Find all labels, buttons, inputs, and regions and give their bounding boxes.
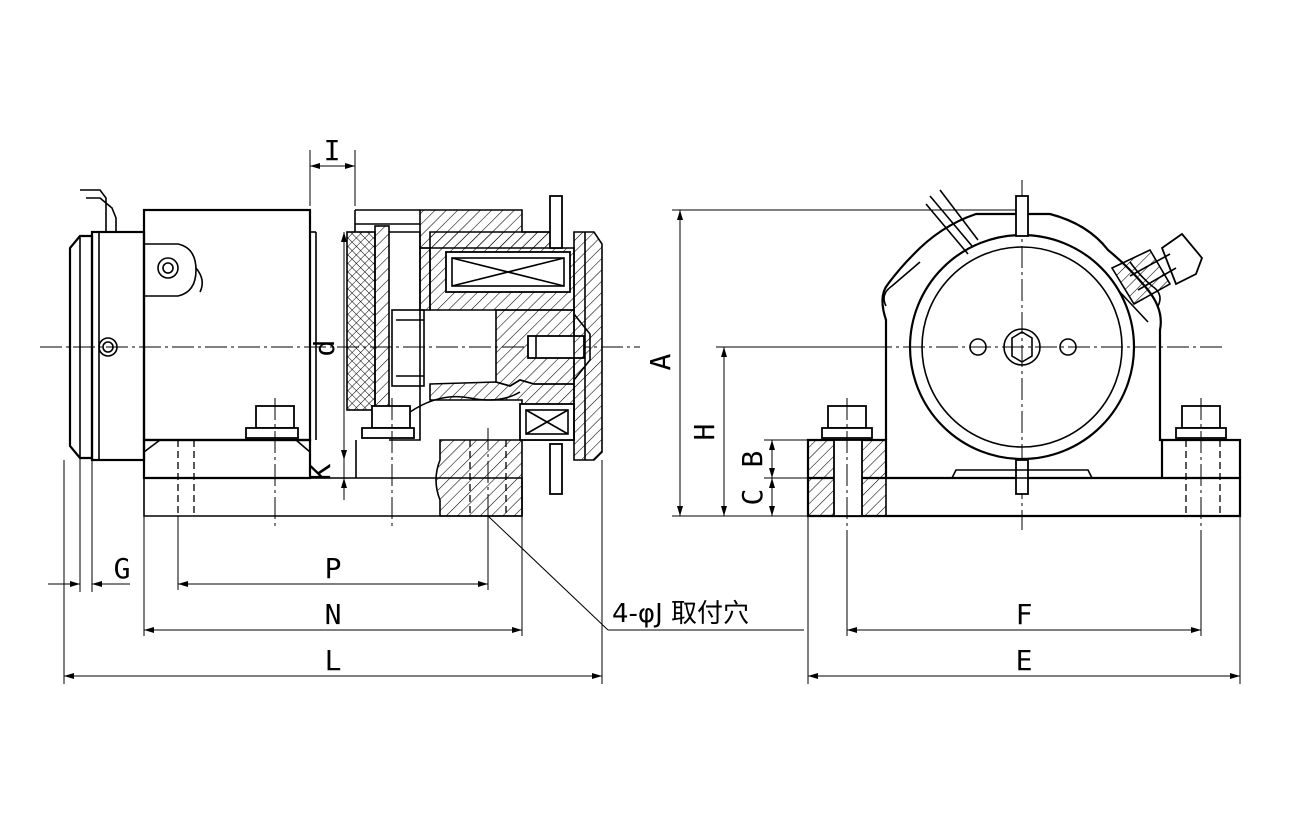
- label-F: F: [1016, 598, 1033, 631]
- label-N: N: [325, 598, 342, 631]
- label-C: C: [736, 489, 769, 506]
- label-P: P: [325, 552, 342, 585]
- label-d: d: [308, 340, 341, 357]
- label-H: H: [688, 424, 721, 441]
- label-E: E: [1016, 644, 1033, 677]
- side-view: [40, 189, 640, 528]
- label-L: L: [325, 644, 342, 677]
- label-I: I: [324, 134, 341, 167]
- label-K: K: [304, 463, 337, 480]
- dimension-labels: I d K G P N L 4-φJ 取付穴 F E A H B C: [114, 134, 1033, 677]
- label-A: A: [644, 353, 677, 370]
- front-view: [806, 180, 1242, 530]
- bolt-right: [361, 398, 415, 528]
- dimension-lines: [48, 150, 1241, 684]
- label-G: G: [114, 552, 131, 585]
- side-bolt: [1110, 232, 1204, 323]
- mounting-hole-note: 4-φJ 取付穴: [612, 599, 749, 629]
- bolt-left: [245, 398, 299, 528]
- label-B: B: [736, 451, 769, 468]
